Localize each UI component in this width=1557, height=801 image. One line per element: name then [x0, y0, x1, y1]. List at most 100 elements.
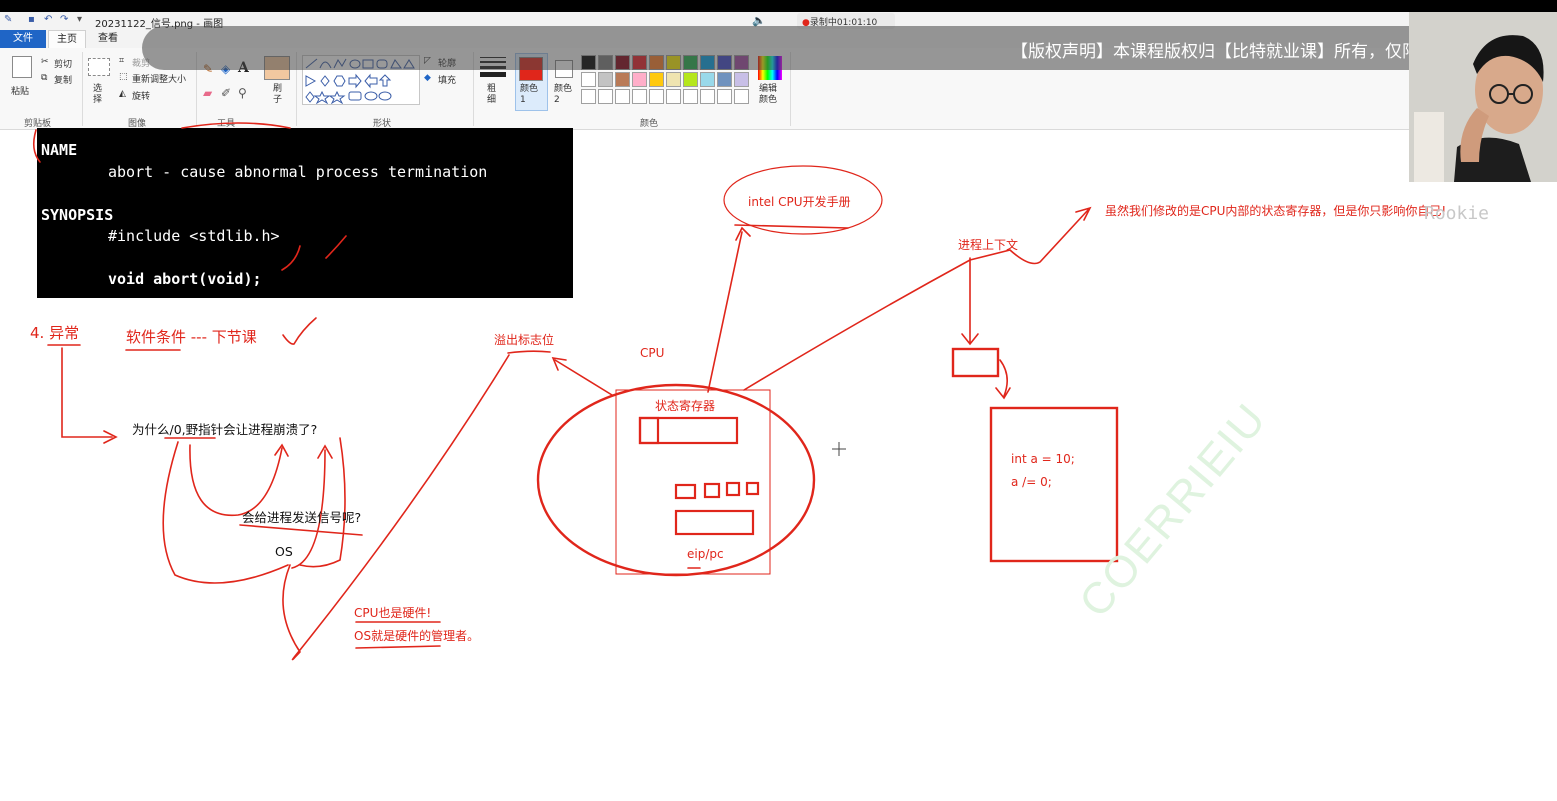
crop-button[interactable]: 裁剪	[132, 59, 151, 69]
palette-swatch-empty[interactable]	[666, 89, 681, 104]
note-overflow-flag: 溢出标志位	[494, 333, 555, 347]
stroke-check-2	[325, 235, 347, 259]
flag-bit-box	[638, 416, 660, 445]
tab-file[interactable]: 文件	[0, 30, 46, 48]
palette-swatch[interactable]	[734, 72, 749, 87]
palette-swatch-empty[interactable]	[717, 89, 732, 104]
palette-swatch-empty[interactable]	[581, 89, 596, 104]
reg-box-4	[745, 481, 760, 496]
palette-swatch[interactable]	[700, 72, 715, 87]
arrow-context-path	[743, 206, 1092, 391]
color-picker-icon[interactable]: ✐	[221, 86, 232, 100]
palette-swatch[interactable]	[683, 72, 698, 87]
arrow-to-intel	[707, 226, 751, 393]
underline-intel	[734, 224, 849, 229]
note-only-self: 虽然我们修改的是CPU内部的状态寄存器，但是你只影响你自己!	[1105, 204, 1447, 218]
crop-icon[interactable]: ⌗	[119, 56, 125, 66]
window-title: 20231122_信号.png - 画图	[95, 19, 224, 30]
resize-button[interactable]: 重新调整大小	[132, 75, 187, 85]
rookie-watermark: Rookie	[1424, 203, 1490, 224]
code-line-2: a /= 0;	[1011, 475, 1052, 489]
palette-swatch[interactable]	[598, 72, 613, 87]
group-label-clipboard: 剪贴板	[24, 119, 52, 129]
presenter-image	[1409, 12, 1557, 182]
palette-swatch-empty[interactable]	[632, 89, 647, 104]
palette-swatch-empty[interactable]	[683, 89, 698, 104]
loop-far-right	[299, 437, 346, 568]
palette-swatch[interactable]	[615, 72, 630, 87]
copy-button[interactable]: 复制	[54, 76, 73, 86]
select-icon[interactable]	[88, 58, 110, 76]
palette-swatch[interactable]	[581, 72, 596, 87]
group-label-colors: 颜色	[640, 119, 659, 129]
note-why-crash: 为什么/0,野指针会让进程崩溃了?	[132, 422, 318, 437]
man-name-heading: NAME	[41, 141, 78, 159]
group-label-shapes: 形状	[373, 119, 392, 129]
palette-swatch[interactable]	[717, 72, 732, 87]
reg-box-1	[674, 483, 697, 500]
note-exception: 4. 异常	[30, 324, 80, 342]
tab-home[interactable]: 主页	[48, 30, 86, 48]
reg-box-3	[725, 481, 741, 497]
magnifier-icon[interactable]: ⚲	[238, 86, 247, 100]
status-register-box	[638, 416, 739, 445]
underline-overflow	[507, 350, 551, 354]
webcam-feed	[1409, 12, 1557, 182]
note-status-register: 状态寄存器	[655, 399, 716, 413]
copyright-text: 【版权声明】本课程版权归【比特就业课】所有，仅限个人学习	[1011, 42, 1487, 62]
fill-icon[interactable]: ◆	[424, 73, 431, 83]
paste-button[interactable]: 粘贴	[11, 87, 30, 97]
edit-colors-button[interactable]: 编辑颜色	[759, 84, 778, 105]
palette-swatch-empty[interactable]	[700, 89, 715, 104]
recording-indicator: ●录制中01:01:10	[797, 13, 895, 29]
copy-icon[interactable]: ⧉	[41, 73, 48, 83]
top-black-strip	[0, 0, 1557, 12]
redo-icon[interactable]: ↷	[60, 14, 69, 25]
color1-button[interactable]: 颜色 1	[520, 84, 539, 105]
volume-icon[interactable]: 🔈	[752, 14, 766, 27]
arrow-overflow	[551, 356, 613, 396]
palette-swatch-empty[interactable]	[598, 89, 613, 104]
ribbon-divider	[196, 52, 197, 126]
reg-box-2	[703, 482, 721, 499]
palette-swatch[interactable]	[666, 72, 681, 87]
note-eip-pc: eip/pc	[687, 547, 724, 561]
size-button[interactable]: 粗细	[487, 84, 497, 105]
select-button[interactable]: 选择	[93, 84, 103, 105]
customize-toolbar-icon[interactable]: ▾	[77, 14, 83, 25]
copyright-banner	[142, 26, 1497, 70]
rotate-icon[interactable]: ◭	[119, 89, 126, 99]
ribbon-divider	[473, 52, 474, 126]
man-page-terminal: NAME abort - cause abnormal process term…	[37, 128, 573, 298]
undo-icon[interactable]: ↶	[44, 14, 53, 25]
note-intel-manual: intel CPU开发手册	[748, 195, 851, 209]
ribbon-divider	[82, 52, 83, 126]
eraser-icon[interactable]: ▰	[203, 86, 213, 100]
cut-button[interactable]: 剪切	[54, 60, 73, 70]
resize-icon[interactable]: ⬚	[119, 72, 128, 82]
paste-icon[interactable]	[12, 56, 32, 78]
brush-button[interactable]: 刷子	[273, 84, 283, 105]
loop-right	[291, 444, 333, 569]
arrow-down-context	[961, 257, 979, 346]
fill-button[interactable]: 填充	[438, 76, 457, 86]
recording-time: 录制中01:01:10	[809, 18, 878, 28]
loop-left	[162, 441, 289, 584]
rotate-button[interactable]: 旋转	[132, 92, 151, 102]
palette-swatch-empty[interactable]	[649, 89, 664, 104]
man-include-line: #include <stdlib.h>	[108, 227, 280, 245]
palette-swatch[interactable]	[632, 72, 647, 87]
palette-swatch-empty[interactable]	[734, 89, 749, 104]
arrow-cpu-hw	[282, 354, 510, 661]
tab-view[interactable]: 查看	[98, 33, 118, 44]
stroke-check-1	[281, 245, 301, 271]
save-icon[interactable]: ▪	[28, 14, 35, 25]
underline-signal	[239, 524, 363, 536]
cut-icon[interactable]: ✂	[41, 57, 49, 67]
man-name-line: abort - cause abnormal process terminati…	[108, 162, 488, 181]
cpu-ellipse	[536, 383, 816, 577]
palette-swatch-empty[interactable]	[615, 89, 630, 104]
palette-swatch[interactable]	[649, 72, 664, 87]
paint-app-icon: ✎	[4, 14, 13, 25]
color2-button[interactable]: 颜色 2	[554, 84, 573, 105]
